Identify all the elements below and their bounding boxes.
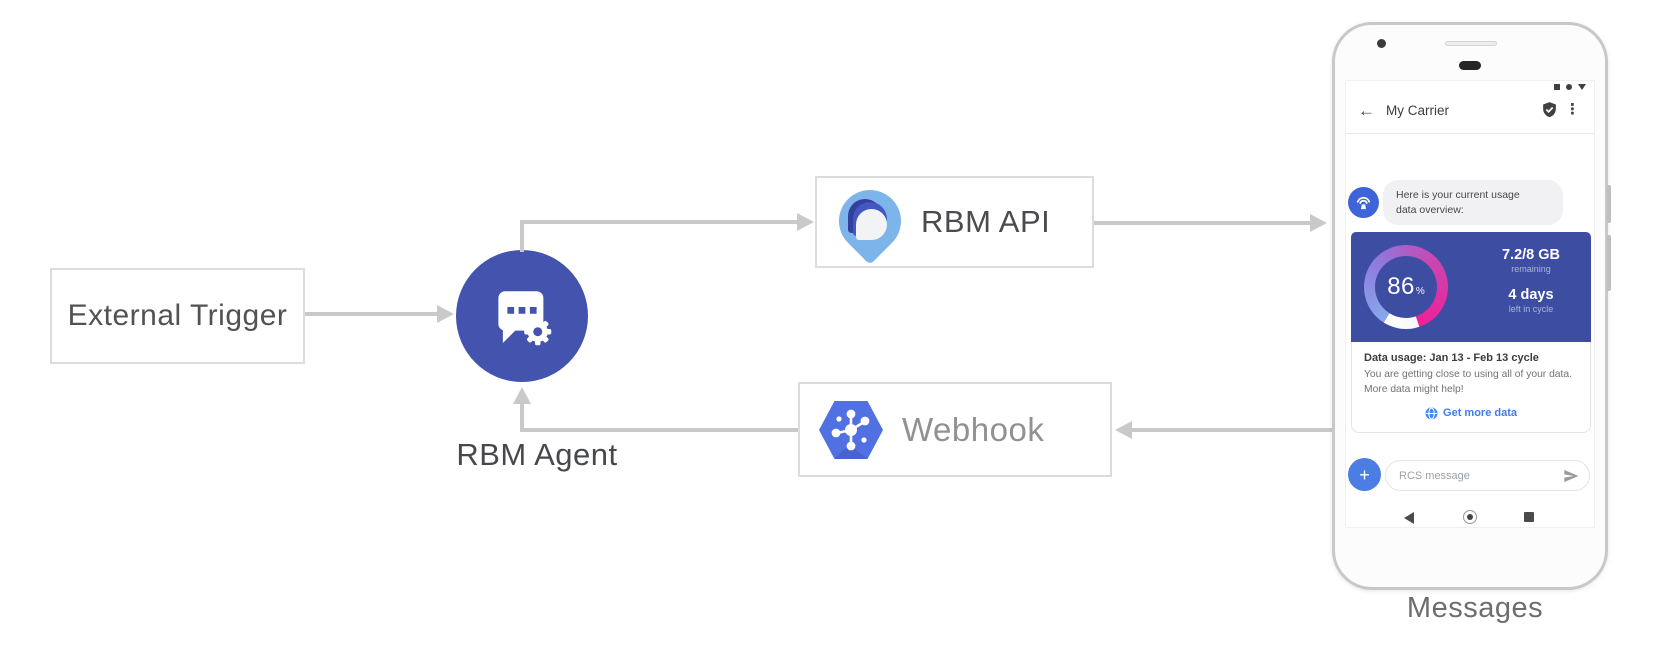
chat-bubble-line2: data overview: [1396, 203, 1464, 216]
nav-back-icon[interactable] [1404, 512, 1414, 524]
phone-screen: ← My Carrier ⋮ Here is your current usag… [1345, 80, 1595, 528]
phone-power-button [1607, 185, 1611, 223]
phone-speaker-bar [1445, 41, 1497, 46]
arrowhead-api-to-phone [1310, 214, 1327, 232]
rbm-api-label: RBM API [921, 204, 1051, 239]
webhook-label: Webhook [902, 410, 1045, 448]
overflow-menu-icon[interactable]: ⋮ [1565, 101, 1580, 118]
verified-shield-icon [1543, 102, 1556, 118]
arrowhead-agent-to-api [797, 213, 814, 231]
usage-donut-gauge: 86 % [1364, 245, 1448, 329]
get-more-data-label: Get more data [1443, 407, 1517, 420]
status-square-icon [1554, 84, 1560, 90]
webhook-box: Webhook [798, 382, 1112, 477]
app-bar: ← My Carrier ⋮ [1346, 94, 1594, 134]
nav-recents-icon[interactable] [1524, 512, 1534, 522]
send-icon[interactable] [1563, 468, 1579, 484]
message-input-pill[interactable] [1385, 460, 1590, 491]
usage-remaining-label: remaining [1511, 264, 1551, 274]
external-trigger-box: External Trigger [50, 268, 305, 364]
nav-home-icon[interactable] [1463, 510, 1477, 524]
usage-percent: 86 [1387, 273, 1415, 300]
chat-bubble: Here is your current usage data overview… [1383, 180, 1563, 226]
arrowhead-webhook-to-agent [513, 387, 531, 404]
android-nav-bar [1346, 505, 1594, 529]
phone-mockup: ← My Carrier ⋮ Here is your current usag… [1332, 22, 1611, 590]
usage-percent-unit: % [1415, 286, 1425, 297]
connector-agent-to-api-vertical [520, 222, 524, 252]
usage-card-title: Data usage: Jan 13 - Feb 13 cycle [1364, 352, 1539, 364]
phone-volume-button [1607, 235, 1611, 291]
status-bar [1554, 84, 1586, 90]
usage-gauge-panel: 86 % 7.2/8 GB remaining 4 days left in c… [1351, 232, 1591, 342]
conversation-title: My Carrier [1386, 103, 1449, 118]
external-trigger-label: External Trigger [67, 299, 288, 332]
messages-caption: Messages [1406, 592, 1544, 624]
phone-camera-dot [1377, 39, 1386, 48]
usage-card-body: You are getting close to using all of yo… [1364, 369, 1572, 395]
globe-icon [1425, 407, 1438, 420]
agent-avatar [1348, 187, 1379, 218]
connector-api-to-phone [1094, 221, 1310, 225]
usage-rich-card: 86 % 7.2/8 GB remaining 4 days left in c… [1351, 232, 1591, 433]
usage-days-label: left in cycle [1508, 304, 1554, 314]
status-triangle-icon [1578, 84, 1586, 90]
arrowhead-phone-to-webhook [1115, 421, 1132, 439]
rbm-api-box: RBM API [815, 176, 1094, 268]
status-circle-icon [1566, 84, 1572, 90]
connector-webhook-to-agent-vertical [520, 404, 524, 432]
usage-text-panel: Data usage: Jan 13 - Feb 13 cycle You ar… [1351, 342, 1591, 433]
back-arrow-icon[interactable]: ← [1358, 101, 1375, 120]
chat-bubble-line1: Here is your current usage [1396, 189, 1520, 201]
connector-agent-to-api [520, 220, 797, 224]
connector-phone-to-webhook [1132, 428, 1332, 432]
rcs-message-input[interactable] [1399, 469, 1563, 482]
usage-remaining-value: 7.2/8 GB [1501, 247, 1561, 263]
rbm-agent-label: RBM Agent [456, 437, 618, 472]
rbm-agent-node [456, 250, 588, 382]
webhook-hexagon-icon [819, 400, 883, 459]
usage-days-value: 4 days [1508, 287, 1554, 303]
usage-stats: 7.2/8 GB remaining 4 days left in cycle [1475, 247, 1587, 314]
rbm-api-logo-icon [826, 177, 914, 265]
connector-trigger-to-agent [305, 312, 438, 316]
connector-webhook-to-agent [522, 428, 798, 432]
app-bar-divider [1346, 133, 1594, 134]
chat-gear-icon [498, 291, 552, 346]
add-attachment-button[interactable]: + [1348, 458, 1381, 491]
get-more-data-link[interactable]: Get more data [1364, 407, 1578, 420]
antenna-icon [1356, 196, 1371, 210]
phone-earpiece [1459, 61, 1481, 70]
arrowhead-trigger-to-agent [437, 305, 454, 323]
